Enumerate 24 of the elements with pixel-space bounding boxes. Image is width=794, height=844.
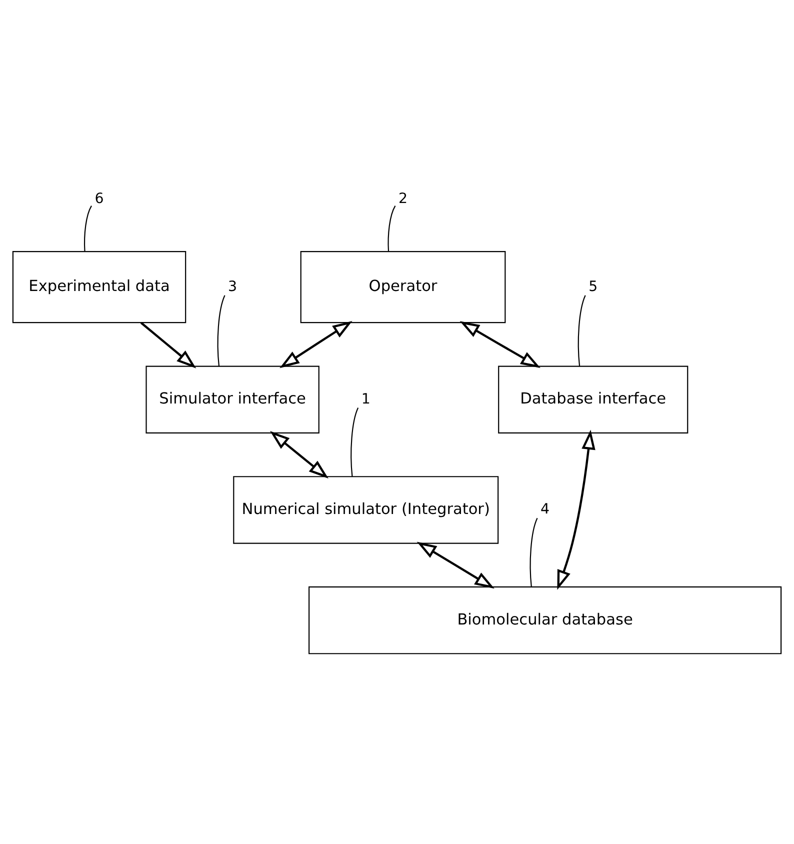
arrow <box>280 320 352 368</box>
node-box: Simulator interface <box>146 366 320 434</box>
node-text: 4 <box>540 502 550 518</box>
connector <box>388 206 396 252</box>
arrow <box>270 431 328 479</box>
node-text: 6 <box>94 190 104 207</box>
connector <box>350 408 359 477</box>
node-box: Biomolecular database <box>308 586 782 654</box>
connector <box>217 295 226 366</box>
node-text: 2 <box>398 190 408 207</box>
node-box: Numerical simulator (Integrator) <box>233 476 499 544</box>
connector <box>84 206 92 252</box>
arrow <box>557 430 596 590</box>
connector <box>530 518 538 587</box>
arrow <box>460 321 540 368</box>
node-box: Operator <box>300 251 506 324</box>
node-text: 1 <box>361 391 370 408</box>
connector <box>578 295 586 366</box>
arrow <box>140 322 196 368</box>
node-box: Experimental data <box>12 251 186 324</box>
node-text: 5 <box>588 278 598 295</box>
arrow <box>416 542 494 589</box>
node-text: 3 <box>228 278 238 295</box>
node-box: Database interface <box>498 366 688 434</box>
